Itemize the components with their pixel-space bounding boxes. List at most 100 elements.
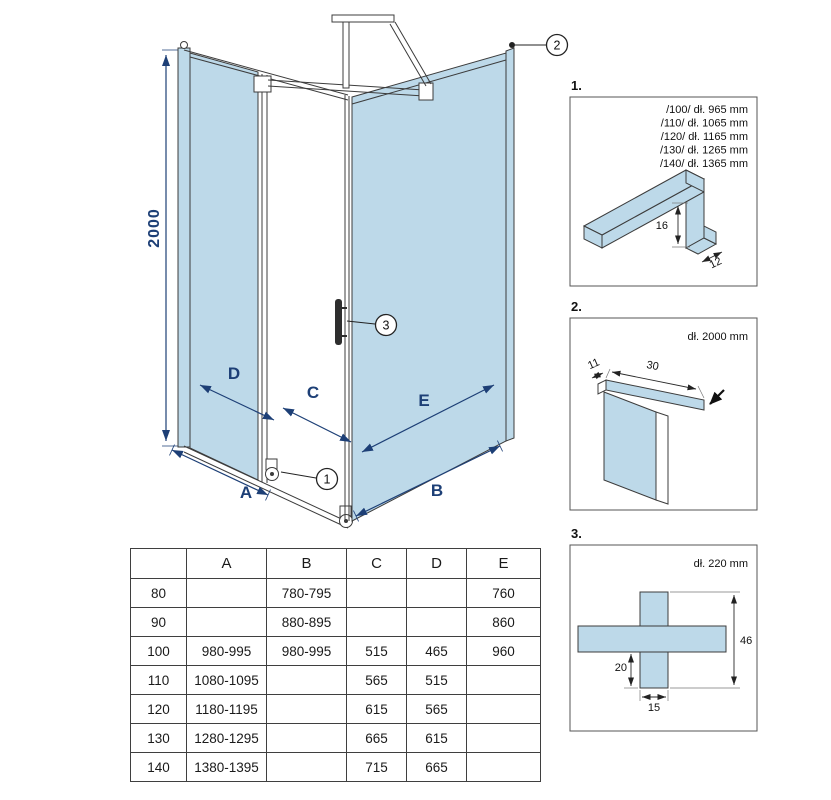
dim-label-D: D [228,364,240,383]
table-cell: 780-795 [266,578,347,608]
main-diagram: 2000 [146,14,569,529]
fixed-panel-glass [189,52,259,481]
detail-1-dim-height: 16 [656,220,668,232]
table-cell: 615 [346,694,407,724]
detail-1-label: 1. [571,78,582,93]
side-panel-glass [351,52,507,522]
detail-1: 1. /100/ dł. 965 mm /110/ dł. 1065 mm /1… [569,78,758,287]
detail-3-dim-a: 20 [615,662,627,674]
callouts: 1 2 3 [280,33,569,491]
detail-3-dim-b: 15 [648,702,660,714]
left-top-mount [180,41,188,49]
table-cell [266,752,347,782]
col-header-blank [130,548,187,579]
door-handle [335,299,342,345]
support-crossbar [331,14,395,23]
detail-1-length-1: /100/ dł. 965 mm [666,104,748,116]
detail-1-length-2: /110/ dł. 1065 mm [661,118,748,130]
view-direction-arrow [709,389,725,405]
table-cell: 665 [346,723,407,753]
detail-3-length: dł. 220 mm [694,558,748,570]
table-cell: 110 [130,665,187,695]
right-profile-bar [505,47,515,442]
table-header-row: A B C D E [130,548,541,579]
table-cell: 130 [130,723,187,753]
table-cell: 880-895 [266,607,347,637]
door-top-bracket [253,75,272,93]
detail-2-dim-b: 30 [645,359,659,373]
right-wall [351,42,515,522]
table-cell: 1180-1195 [186,694,267,724]
dim-label-B: B [431,481,443,500]
table-cell [466,694,541,724]
table-cell [186,578,267,608]
height-dimension: 2000 [146,49,180,447]
detail-1-length-5: /140/ dł. 1365 mm [660,158,748,170]
detail-3-label: 3. [571,526,582,541]
table-cell: 860 [466,607,541,637]
callout-2-number: 2 [554,39,561,53]
table-cell: 960 [466,636,541,666]
table-cell: 615 [406,723,467,753]
table-cell: 90 [130,607,187,637]
callout-3-number: 3 [383,319,390,333]
table-cell [346,578,407,608]
table-cell [406,578,467,608]
table-cell: 715 [346,752,407,782]
dim-label-A: A [240,483,252,502]
detail-2-length: dł. 2000 mm [687,331,748,343]
table-cell [466,723,541,753]
col-header-D: D [406,548,467,579]
detail-2-dim-a: 11 [586,356,601,372]
table-row: 100 980-995 980-995 515 465 960 [130,636,541,666]
table-cell [186,607,267,637]
detail-3: 3. dł. 220 mm 46 20 15 [569,526,758,732]
dim-label-C: C [307,383,319,402]
table-cell [266,723,347,753]
dim-label-E: E [418,391,429,410]
table-cell: 980-995 [186,636,267,666]
height-dimension-label: 2000 [146,208,163,248]
glass-horizontal-bar [577,625,727,653]
table-cell: 565 [406,694,467,724]
col-header-B: B [266,548,347,579]
table-row: 130 1280-1295 665 615 [130,723,541,753]
table-cell: 565 [346,665,407,695]
wall-profile-drawing [597,379,705,505]
top-attachment-dot [509,42,515,48]
left-wall [177,41,353,529]
table-cell [346,607,407,637]
left-profile-bar [177,47,191,448]
detail-2: 2. dł. 2000 mm 11 30 [569,299,758,511]
table-row: 140 1380-1395 715 665 [130,752,541,782]
spec-table: A B C D E 80 780-795 760 90 880-895 [130,548,541,782]
table-cell: 1380-1395 [186,752,267,782]
table-cell: 140 [130,752,187,782]
col-header-A: A [186,548,267,579]
top-supports [267,14,434,101]
support-bracket-right [418,82,434,101]
callout-1-circle [315,467,339,491]
table-cell [466,665,541,695]
table-cell: 980-995 [266,636,347,666]
table-cell: 515 [346,636,407,666]
callout-2-circle [545,33,569,57]
table-row: 90 880-895 860 [130,607,541,637]
detail-3-dim-total: 46 [740,635,752,647]
table-cell [266,665,347,695]
detail-1-dim-depth: 12 [708,255,724,271]
table-cell [266,694,347,724]
table-cell: 100 [130,636,187,666]
table-cell: 1080-1095 [186,665,267,695]
table-row: 120 1180-1195 615 565 [130,694,541,724]
callout-3-circle [374,313,398,337]
table-cell: 665 [406,752,467,782]
table-cell: 515 [406,665,467,695]
table-cell: 760 [466,578,541,608]
table-cell [466,752,541,782]
table-cell [406,607,467,637]
support-post [342,17,350,89]
dimension-arrows: D C E A B [169,364,503,522]
